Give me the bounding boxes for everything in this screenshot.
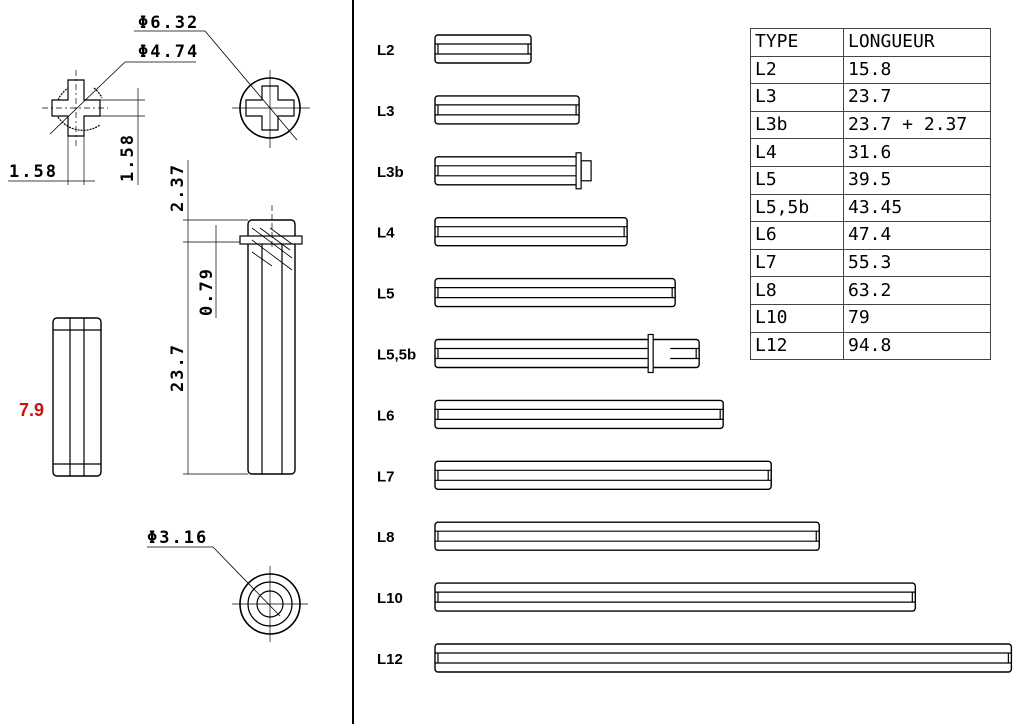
spacer-side-view xyxy=(52,317,102,477)
stop-ring xyxy=(647,333,654,374)
axle-body xyxy=(434,156,580,186)
axle-body xyxy=(434,95,580,125)
header-length: LONGUEUR xyxy=(843,28,991,57)
dim-cross-width-h: 1.58 xyxy=(9,162,58,182)
cell-type: L3 xyxy=(750,83,844,112)
axle-body xyxy=(434,338,700,369)
dim-hole-diameter: Φ3.16 xyxy=(147,528,208,548)
dim-inner-diameter: Φ4.74 xyxy=(138,42,199,62)
cell-length: 47.4 xyxy=(843,221,991,250)
cell-length: 94.8 xyxy=(843,331,991,361)
axle-l4: L4 xyxy=(377,216,628,247)
axle-label: L5 xyxy=(377,286,395,303)
cell-type: L5,5b xyxy=(750,193,844,223)
dim-cross-width-v: 1.58 xyxy=(118,133,138,182)
cell-length: 43.45 xyxy=(843,193,991,223)
axle-l3: L3 xyxy=(377,95,580,125)
cell-type: L8 xyxy=(750,276,844,305)
axle-l6: L6 xyxy=(377,399,724,430)
header-type: TYPE xyxy=(750,28,844,57)
axle-body xyxy=(434,521,820,551)
axle-l5: L5 xyxy=(377,277,676,308)
axle-body xyxy=(434,216,628,247)
cell-type: L2 xyxy=(750,55,844,85)
axle-l10: L10 xyxy=(377,582,917,612)
side-view-bushing xyxy=(183,160,303,475)
cell-type: L6 xyxy=(750,221,844,250)
cell-length: 23.7 xyxy=(843,83,991,112)
table-header-row: TYPE LONGUEUR xyxy=(750,28,991,57)
cell-length: 79 xyxy=(843,303,991,333)
axle-l7: L7 xyxy=(377,460,772,490)
axle-body xyxy=(434,34,532,64)
cell-type: L10 xyxy=(750,303,844,333)
cell-length: 55.3 xyxy=(843,248,991,278)
axle-l3b: L3b xyxy=(377,152,592,190)
axle-label: L7 xyxy=(377,468,395,485)
axle-l2: L2 xyxy=(377,34,532,64)
axle-label: L3 xyxy=(377,103,395,120)
cell-type: L3b xyxy=(750,110,844,140)
axle-body xyxy=(434,582,917,612)
cell-length: 63.2 xyxy=(843,276,991,305)
cross-section-view xyxy=(8,61,196,185)
axle-label: L2 xyxy=(377,42,395,59)
end-view xyxy=(134,30,310,148)
cell-type: L7 xyxy=(750,248,844,278)
cell-length: 15.8 xyxy=(843,55,991,85)
dim-spacer-length: 7.9 xyxy=(19,400,44,420)
cell-type: L4 xyxy=(750,138,844,167)
axle-label: L12 xyxy=(377,651,403,668)
dim-body-length: 23.7 xyxy=(168,343,188,392)
axle-body xyxy=(434,277,676,308)
axle-label: L6 xyxy=(377,407,395,424)
axle-label: L8 xyxy=(377,529,395,546)
axle-label: L3b xyxy=(377,164,404,181)
dim-flange-thickness: 0.79 xyxy=(197,267,217,316)
axle-label: L4 xyxy=(377,225,395,242)
axle-body xyxy=(434,399,724,430)
bushing-end-view xyxy=(147,546,308,642)
cell-type: L12 xyxy=(750,331,844,361)
cell-length: 31.6 xyxy=(843,138,991,167)
cell-type: L5 xyxy=(750,165,844,195)
cell-length: 23.7 + 2.37 xyxy=(843,110,991,140)
cell-length: 39.5 xyxy=(843,165,991,195)
dim-outer-diameter: Φ6.32 xyxy=(138,13,199,33)
axle-body xyxy=(434,460,772,490)
axle-label: L5,5b xyxy=(377,347,416,364)
axle-l12: L12 xyxy=(377,643,1013,673)
axle-l5-5b: L5,5b xyxy=(377,333,700,374)
axle-l8: L8 xyxy=(377,521,820,551)
stop-ring xyxy=(575,152,582,190)
axle-body xyxy=(434,643,1013,673)
axle-label: L10 xyxy=(377,590,403,607)
dim-flange-height: 2.37 xyxy=(168,163,188,212)
